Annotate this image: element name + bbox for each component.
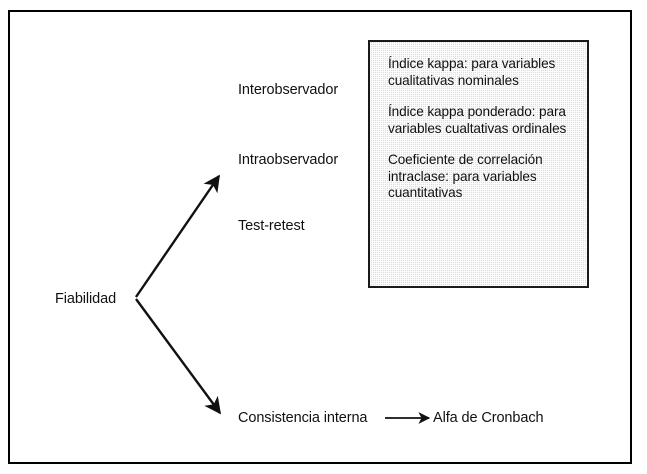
detail-paragraph-1: Índice kappa: para variables cualitativa… [388,56,556,88]
node-test-retest: Test-retest [238,218,305,234]
node-alfa-de-cronbach: Alfa de Cronbach [433,410,544,426]
detail-paragraph-3: Coeficiente de correlación intraclase: p… [388,152,543,201]
node-consistencia-interna: Consistencia interna [238,410,368,426]
node-interobservador: Interobservador [238,82,339,98]
figure-border [8,10,632,464]
detail-paragraph-2: Índice kappa ponderado: para variables c… [388,104,567,136]
node-intraobservador: Intraobservador [238,152,339,168]
node-fiabilidad: Fiabilidad [55,291,117,307]
statistics-detail-box: Índice kappa: para variables cualitativa… [368,40,589,288]
